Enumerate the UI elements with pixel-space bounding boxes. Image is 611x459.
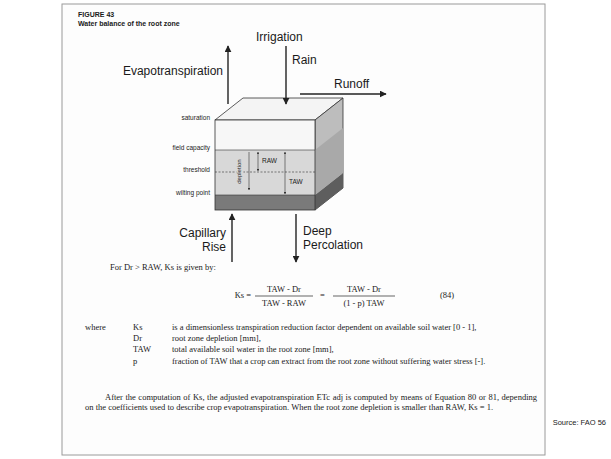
- flux-label: Deep Percolation: [303, 224, 377, 253]
- wilting-point-line: [215, 195, 315, 196]
- level-label: field capacity: [146, 144, 210, 152]
- soil-dry: [215, 195, 315, 210]
- source-note: Source: FAO 56: [553, 418, 606, 427]
- zone-label: depletion: [236, 156, 243, 188]
- fraction-bar: [255, 296, 313, 297]
- equation-term: Ks =: [200, 290, 251, 300]
- zone-label: TAW: [289, 178, 303, 186]
- symbol-term: Dr: [133, 333, 142, 343]
- level-label: wilting point: [146, 189, 210, 197]
- runoff-arrow: [300, 93, 386, 94]
- equation-term: TAW - RAW: [252, 298, 316, 308]
- fraction-bar: [333, 296, 395, 297]
- equation-number: (84): [440, 290, 454, 300]
- flux-label: Irrigation: [256, 30, 303, 44]
- symbol-term: p: [133, 356, 137, 366]
- body-text: For Dr > RAW, Ks is given by:: [110, 262, 216, 272]
- level-label: threshold: [146, 166, 210, 174]
- zone-label: RAW: [262, 157, 277, 165]
- body-text: where: [85, 322, 106, 332]
- figure-number: FIGURE 43: [78, 11, 114, 19]
- symbol-definition: root zone depletion [mm],: [172, 333, 502, 343]
- figure-title: Water balance of the root zone: [78, 20, 180, 28]
- flux-label: Capillary Rise: [166, 226, 226, 255]
- level-label: saturation: [146, 114, 210, 122]
- et-arrow: [227, 46, 228, 104]
- symbol-term: TAW: [133, 344, 151, 354]
- field-capacity-line: [215, 150, 315, 151]
- taw-arrow: [285, 152, 286, 194]
- flux-label: Rain: [292, 53, 317, 67]
- flux-label: Runoff: [334, 77, 369, 91]
- equation-term: =: [320, 290, 325, 300]
- page-frame: [62, 4, 545, 455]
- soil-water: [215, 150, 315, 195]
- flux-label: Evapotranspiration: [115, 64, 223, 78]
- side-water: [315, 128, 343, 195]
- soil-empty: [215, 120, 315, 150]
- raw-arrow: [258, 152, 259, 171]
- percolation-arrow: [295, 214, 296, 262]
- symbol-term: Ks: [133, 322, 142, 332]
- equation-term: TAW - Dr: [332, 284, 396, 294]
- rain-arrow: [285, 46, 286, 104]
- symbol-definition: fraction of TAW that a crop can extract …: [172, 356, 502, 366]
- body-paragraph: After the computation of Ks, the adjuste…: [85, 392, 537, 412]
- capillary-arrow: [231, 214, 232, 262]
- equation-term: TAW - Dr: [252, 284, 316, 294]
- symbol-definition: total available soil water in the root z…: [172, 344, 502, 354]
- equation-term: (1 - p) TAW: [332, 298, 396, 308]
- threshold-line: [215, 172, 315, 173]
- cube-side: [315, 98, 343, 210]
- depletion-arrow: [249, 152, 250, 190]
- cube-front: [215, 120, 315, 210]
- symbol-definition: is a dimensionless transpiration reducti…: [172, 322, 502, 332]
